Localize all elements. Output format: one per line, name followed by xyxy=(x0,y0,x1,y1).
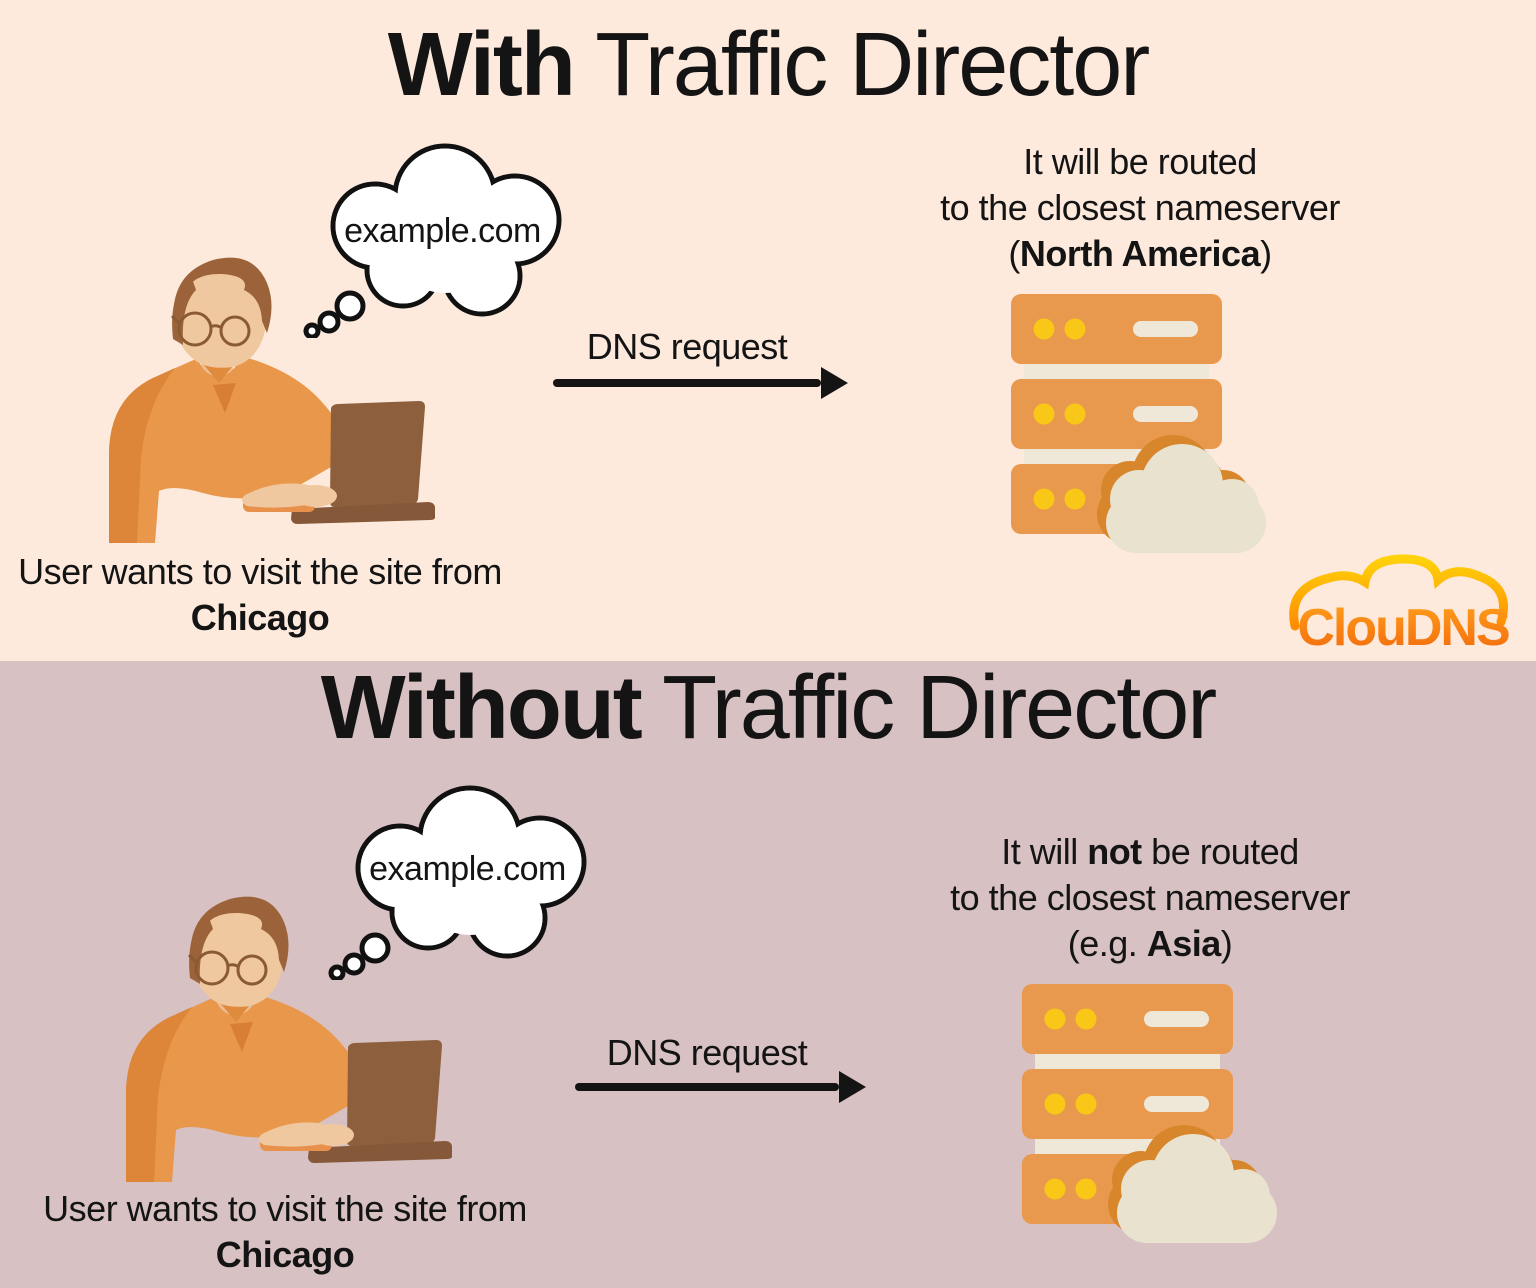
dns-arrow-head xyxy=(839,1071,866,1103)
without-traffic-director-panel: Without Traffic Director example.com DNS… xyxy=(0,658,1536,1288)
cloudns-logo: ClouDNS xyxy=(1283,552,1528,657)
caption-text: (e.g. xyxy=(1067,923,1147,964)
user-caption: User wants to visit the site from Chicag… xyxy=(20,1186,550,1278)
user-caption-city: Chicago xyxy=(190,597,330,638)
caption-text: It will be routed xyxy=(1023,141,1257,182)
user-caption: User wants to visit the site from Chicag… xyxy=(0,549,520,641)
dns-request-label: DNS request xyxy=(586,326,788,367)
route-caption-line: to the closest nameserver xyxy=(940,187,1340,228)
route-caption-line: It will not be routed xyxy=(950,829,1350,875)
dns-arrow xyxy=(553,379,821,387)
caption-text: ( xyxy=(1008,233,1020,274)
caption-text-bold: Asia xyxy=(1146,923,1222,964)
person-at-laptop-icon xyxy=(112,882,452,1182)
caption-text: It will xyxy=(1001,831,1088,872)
user-caption-line: User wants to visit the site from xyxy=(18,551,502,592)
caption-text: be routed xyxy=(1141,831,1299,872)
dns-arrow xyxy=(575,1083,839,1091)
panel-title-top: With Traffic Director xyxy=(0,14,1536,118)
logo-text: ClouDNS xyxy=(1297,599,1509,652)
caption-text: ) xyxy=(1220,923,1233,964)
person-at-laptop-icon xyxy=(95,243,435,543)
panel-title-bottom: Without Traffic Director xyxy=(0,657,1536,761)
dns-request-label: DNS request xyxy=(606,1032,808,1073)
route-caption-line: (e.g. Asia) xyxy=(950,921,1350,967)
logo-cloud-icon xyxy=(1289,554,1508,631)
caption-text-bold: not xyxy=(1087,831,1142,872)
title-bold: With xyxy=(387,15,576,115)
nameserver-icon xyxy=(1022,984,1284,1246)
caption-text-bold: North America xyxy=(1019,233,1261,274)
thought-bubble-text: example.com xyxy=(344,212,541,250)
dns-arrow-head xyxy=(821,367,848,399)
user-caption-line: User wants to visit the site from xyxy=(43,1188,527,1229)
nameserver-icon xyxy=(1011,294,1273,556)
thought-bubble-text: example.com xyxy=(369,850,566,888)
route-caption-line: (North America) xyxy=(940,231,1340,277)
title-bold: Without xyxy=(320,658,643,758)
user-caption-city: Chicago xyxy=(215,1234,355,1275)
title-rest: Traffic Director xyxy=(640,658,1217,758)
with-traffic-director-panel: With Traffic Director example.com DNS re… xyxy=(0,0,1536,661)
route-caption-line: It will be routed xyxy=(940,139,1340,185)
route-caption: It will not be routed to the closest nam… xyxy=(950,829,1350,967)
caption-text: ) xyxy=(1260,233,1272,274)
title-rest: Traffic Director xyxy=(573,15,1150,115)
route-caption-line: to the closest nameserver xyxy=(950,877,1350,918)
route-caption: It will be routed to the closest nameser… xyxy=(940,139,1340,277)
